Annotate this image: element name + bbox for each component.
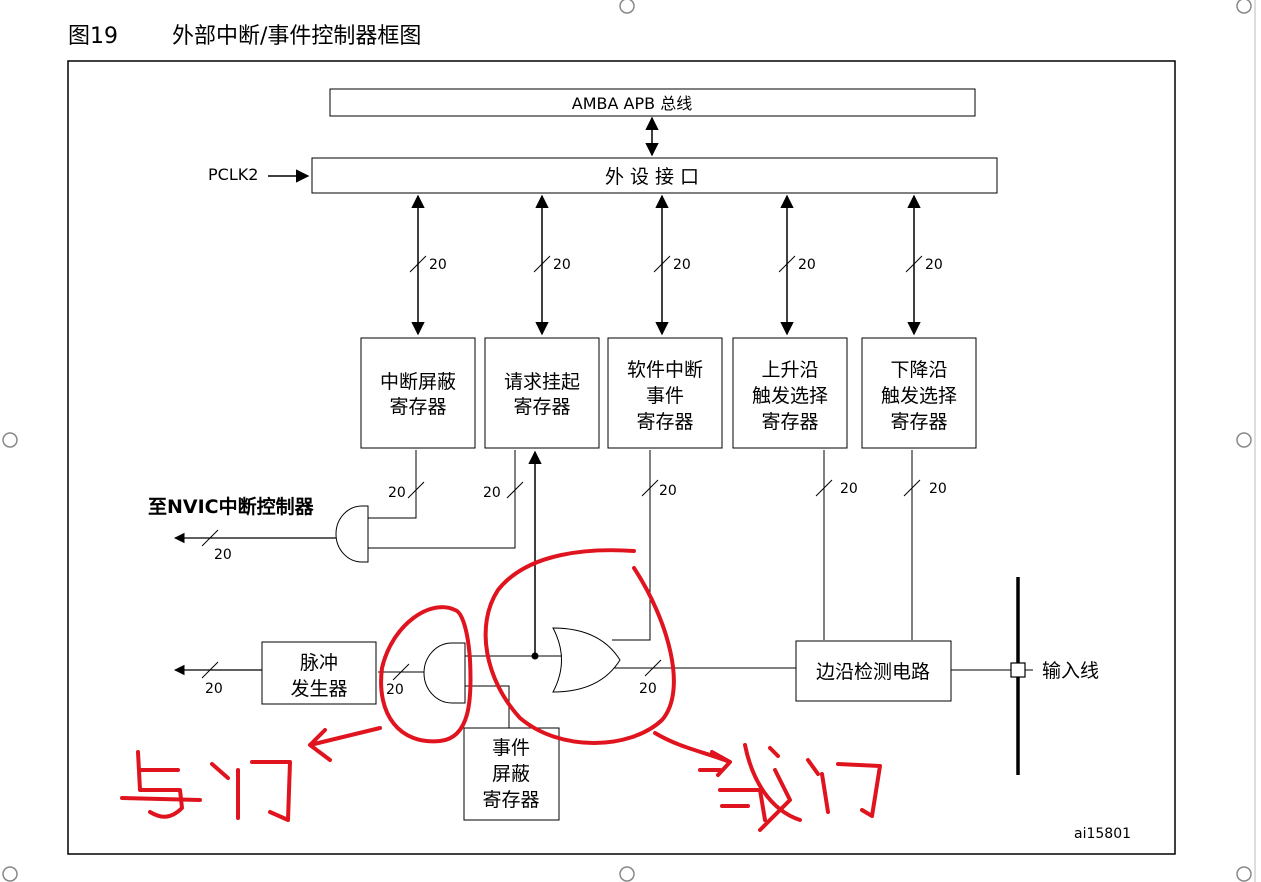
register-label: 下降沿 bbox=[890, 359, 947, 381]
input-line-label: 输入线 bbox=[1042, 660, 1099, 682]
signal-width-label: 20 bbox=[483, 485, 501, 501]
pulse-generator-label: 发生器 bbox=[290, 678, 347, 700]
rising-trigger-register bbox=[732, 337, 848, 449]
nvic-label: 至NVIC中断控制器 bbox=[148, 495, 315, 518]
interrupt-mask-register bbox=[360, 337, 476, 449]
pending-request-register bbox=[484, 337, 600, 449]
falling-trigger-register bbox=[861, 337, 977, 449]
signal-width-label: 20 bbox=[386, 682, 404, 698]
signal-width-label: 20 bbox=[205, 681, 223, 697]
register-label: 寄存器 bbox=[513, 396, 570, 418]
register-label: 寄存器 bbox=[890, 411, 947, 433]
signal-width-label: 20 bbox=[840, 481, 858, 497]
diagram-frame bbox=[67, 60, 1176, 855]
or-gate-arrow bbox=[653, 731, 732, 777]
register-label: 上升沿 bbox=[761, 359, 818, 381]
figure-id: ai15801 bbox=[1074, 826, 1131, 842]
signal-width-label: 20 bbox=[388, 485, 406, 501]
pclk2-label: PCLK2 bbox=[208, 165, 258, 184]
event-mask-register bbox=[463, 727, 560, 821]
edge-detect-circuit bbox=[795, 640, 952, 702]
register-label: 触发选择 bbox=[881, 385, 957, 407]
event-mask-label: 寄存器 bbox=[482, 789, 539, 811]
bus-width-label: 20 bbox=[925, 257, 943, 273]
bus-width-label: 20 bbox=[553, 257, 571, 273]
bus-width-label: 20 bbox=[673, 257, 691, 273]
register-label: 请求挂起 bbox=[504, 371, 580, 393]
junction-dot bbox=[531, 652, 539, 660]
event-and-gate bbox=[423, 642, 466, 704]
amba-bus-box bbox=[329, 88, 976, 117]
input-pin bbox=[1010, 662, 1026, 678]
register-label: 软件中断 bbox=[627, 359, 703, 381]
register-label: 寄存器 bbox=[636, 411, 693, 433]
bus-width-label: 20 bbox=[429, 257, 447, 273]
signal-width-label: 20 bbox=[659, 483, 677, 499]
pulse-generator-label: 脉冲 bbox=[300, 652, 338, 674]
pulse-generator bbox=[261, 641, 377, 705]
signal-width-label: 20 bbox=[214, 547, 232, 563]
bus-width-label: 20 bbox=[798, 257, 816, 273]
event-mask-label: 事件 bbox=[492, 737, 530, 759]
figure-number: 图19 bbox=[68, 24, 118, 49]
peripheral-interface-box bbox=[311, 157, 998, 194]
signal-width-label: 20 bbox=[929, 481, 947, 497]
register-label: 触发选择 bbox=[752, 385, 828, 407]
and-gate-arrow bbox=[308, 726, 382, 762]
figure-title: 图19 外部中断/事件控制器框图 bbox=[68, 18, 421, 50]
register-label: 事件 bbox=[646, 385, 684, 407]
register-label: 寄存器 bbox=[761, 411, 818, 433]
software-interrupt-event-register bbox=[607, 337, 723, 449]
peripheral-interface-label: 外 设 接 口 bbox=[605, 166, 699, 188]
register-label: 寄存器 bbox=[389, 396, 446, 418]
register-label: 中断屏蔽 bbox=[380, 371, 456, 393]
and-gate-circle bbox=[379, 605, 473, 744]
edge-detect-label: 边沿检测电路 bbox=[816, 661, 930, 683]
signal-width-label: 20 bbox=[639, 681, 657, 697]
amba-bus-label: AMBA APB 总线 bbox=[572, 94, 692, 113]
event-mask-label: 屏蔽 bbox=[492, 763, 530, 785]
interrupt-and-gate bbox=[335, 505, 369, 563]
figure-caption: 外部中断/事件控制器框图 bbox=[172, 24, 422, 49]
or-gate-circle bbox=[483, 548, 676, 745]
handwritten-annotations bbox=[120, 548, 882, 832]
or-gate bbox=[552, 627, 621, 693]
